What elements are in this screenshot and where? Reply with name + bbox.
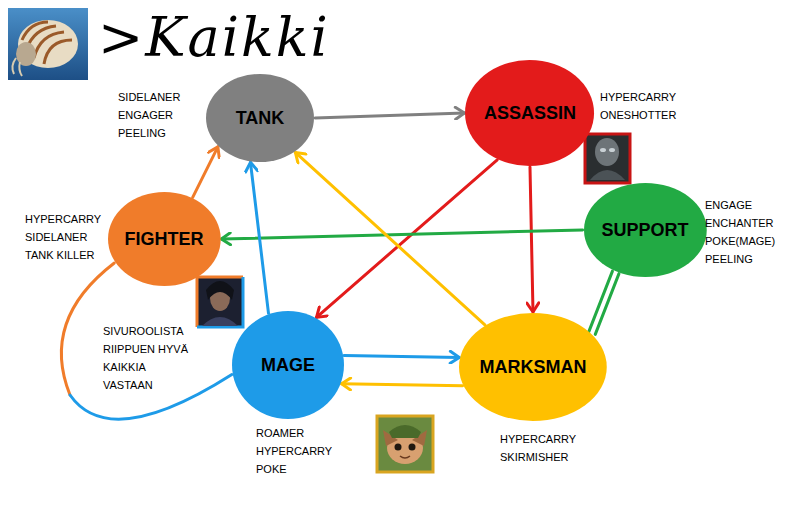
teemo-icon [377,416,433,472]
role-circle: SUPPORT [583,182,708,278]
role-circle: MAGE [231,310,345,420]
circle-fill [459,313,607,421]
circle-fill [232,311,344,419]
role-name: ASSASSIN [484,103,576,124]
circle-fill [206,74,314,162]
role-circle: TANK [205,73,315,163]
circle-fill [108,192,221,286]
role-name: SUPPORT [601,220,688,241]
relation-arrow [344,355,459,357]
relation-arrow [315,113,464,118]
circle-fill [465,60,594,166]
trait-list: ENGAGE ENCHANTER POKE(MAGE) PEELING [705,196,787,268]
nautilus-photo [8,8,88,80]
trait-list: HYPERCARRY SIDELANER TANK KILLER [25,210,109,264]
role-circle: ASSASSIN [464,59,595,167]
relation-arrow [342,384,463,386]
trait-list: SIDELANER ENGAGER PEELING [118,88,200,142]
relation-arrow [295,152,485,324]
trait-list: SIVUROOLISTA RIIPPUEN HYVÄ KAIKKIA VASTA… [103,322,195,394]
trait-list: HYPERCARRY SKIRMISHER [500,430,584,466]
relation-arrow [250,162,268,313]
role-name: MAGE [261,355,315,376]
trait-list: ROAMER HYPERCARRY POKE [256,424,340,478]
relation-arrow [317,160,498,318]
relation-arrow [530,167,533,312]
assassin-icon [585,134,630,183]
relation-arrow [61,263,231,419]
relation-arrow [221,230,582,239]
role-name: TANK [236,108,285,129]
role-name: MARKSMAN [480,357,587,378]
role-name: FIGHTER [125,229,204,250]
fighter-icon [197,277,243,327]
circle-fill [584,183,707,277]
relation-arrow [193,147,218,198]
role-circle: FIGHTER [107,191,222,287]
relation-arrow [589,271,619,334]
role-circle: MARKSMAN [458,312,608,422]
diagram-title: >Kaikki [98,6,330,69]
trait-list: HYPERCARRY ONESHOTTER [600,88,688,124]
